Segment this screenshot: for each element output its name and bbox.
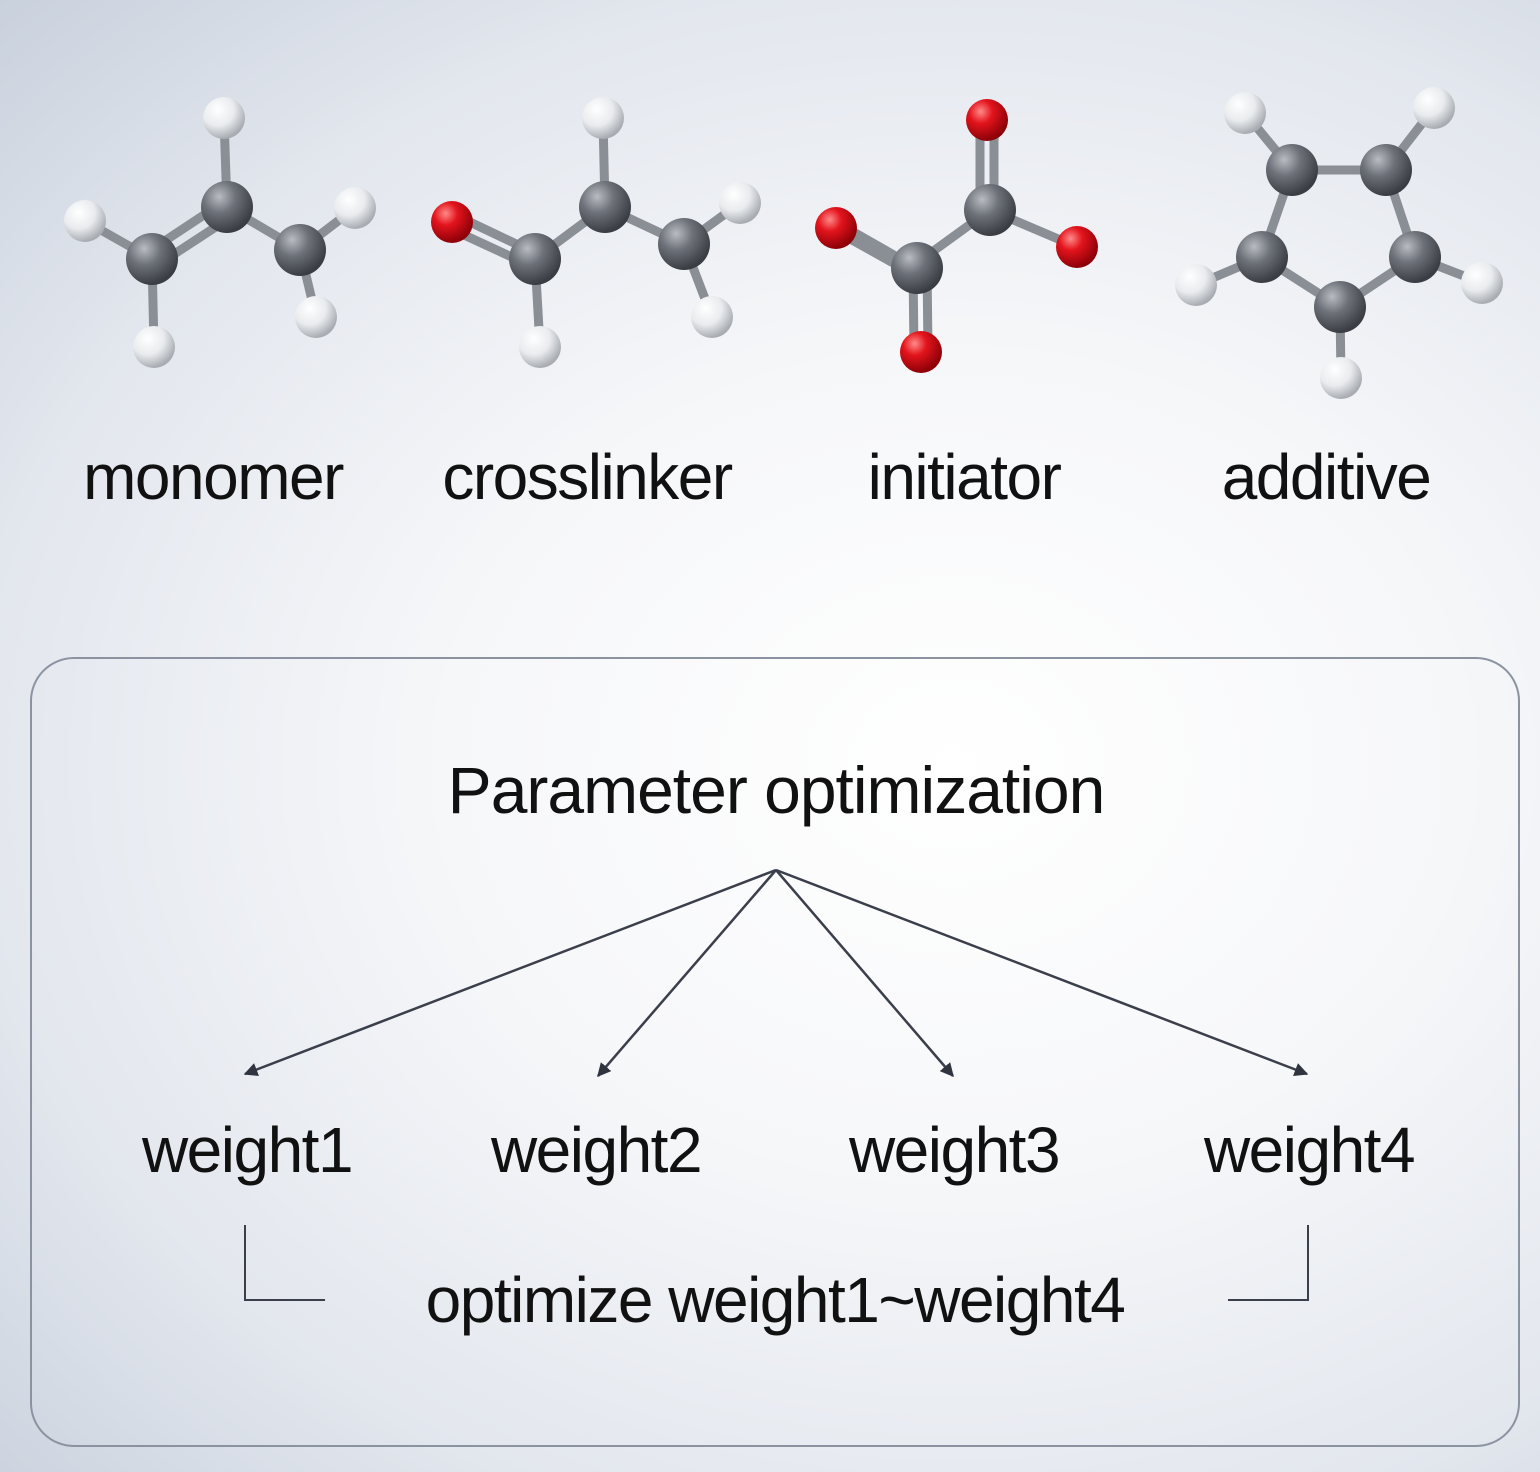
optimization-panel [30, 657, 1520, 1447]
arrow-to-weight1 [243, 868, 777, 1076]
bracket-right [1228, 1225, 1309, 1301]
label-monomer: monomer [83, 441, 344, 513]
initiator-molecule [815, 99, 1098, 373]
weight4-label: weight4 [1203, 1114, 1416, 1186]
weight3-label: weight3 [848, 1114, 1061, 1186]
weight2-label: weight2 [490, 1114, 703, 1186]
arrow-to-weight4 [775, 868, 1309, 1076]
crosslinker-molecule [431, 97, 761, 368]
label-additive: additive [1221, 441, 1432, 513]
optimize-summary: optimize weight1~weight4 [425, 1264, 1126, 1336]
additive-molecule [1175, 87, 1503, 399]
arrow-to-weight3 [775, 869, 954, 1078]
label-initiator: initiator [867, 441, 1062, 513]
monomer-molecule [64, 97, 376, 368]
panel-title: Parameter optimization [447, 753, 1106, 827]
bracket-left [244, 1225, 325, 1301]
arrow-to-weight2 [597, 869, 777, 1078]
weight1-label: weight1 [141, 1114, 354, 1186]
label-crosslinker: crosslinker [442, 441, 733, 513]
